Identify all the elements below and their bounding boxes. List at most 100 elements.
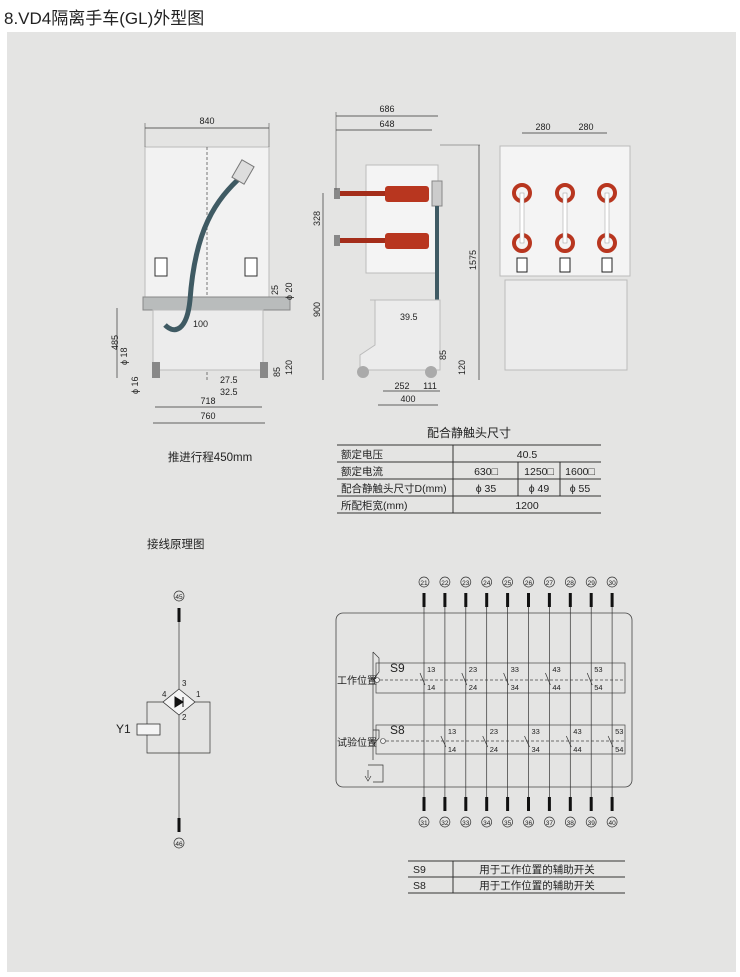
s9-contact-top: 33 (511, 665, 519, 674)
s8-contact-bottom: 14 (448, 745, 456, 754)
terminal-circle (523, 816, 534, 828)
s8-contact-blade (524, 735, 530, 748)
pin-3: 3 (182, 679, 187, 688)
y1-label: Y1 (116, 722, 131, 736)
terminal-number: 33 (462, 820, 470, 827)
terminal-bar (506, 593, 510, 607)
s9-pivot (374, 677, 380, 683)
terminal-bar (527, 593, 530, 607)
terminal-bar (464, 797, 468, 811)
terminal-46: 46 (175, 841, 183, 848)
s8-block (375, 724, 626, 755)
dim-900: 900 (312, 302, 322, 317)
s9-contact-top: 23 (469, 665, 477, 674)
terminal-circle (481, 576, 493, 588)
upper-insulator (385, 186, 429, 202)
s9-contact-blade (419, 672, 426, 686)
terminal-circle (585, 576, 597, 588)
legend-table: S9 用于工作位置的辅助开关 S8 用于工作位置的辅助开关 (408, 860, 625, 894)
page-title: 8.VD4隔离手车(GL)外型图 (4, 9, 205, 28)
terminal-circle (439, 816, 451, 828)
terminal-bar (527, 797, 530, 811)
terminal-circle (523, 576, 534, 588)
pin-1: 1 (196, 690, 201, 699)
terminal-bar (422, 797, 426, 811)
dim-1575: 1575 (468, 250, 478, 270)
pin-2: 2 (182, 713, 187, 722)
dim-phi18: ϕ 18 (119, 347, 129, 365)
s8-contact-bottom: 44 (573, 745, 581, 754)
terminal-45: 45 (175, 594, 183, 601)
terminal-number: 35 (504, 820, 512, 827)
terminal-bar (464, 593, 468, 607)
terminal-number: 36 (525, 820, 533, 827)
contact-table-caption: 配合静触头尺寸 (427, 425, 511, 440)
dim-39-5: 39.5 (400, 312, 418, 322)
lower-insulator (385, 233, 429, 249)
dim-111: 111 (423, 381, 437, 391)
terminal-bar (422, 593, 426, 607)
terminal-circle (502, 816, 513, 828)
terminal-bar (443, 593, 447, 607)
upper-arm (336, 191, 386, 196)
legend-code-s9: S9 (413, 864, 426, 876)
s8-contact-bottom: 34 (532, 745, 540, 754)
side-upper-body (365, 164, 439, 274)
side-view: 686 648 328 900 1575 39.5 85 120 252 111… (312, 104, 480, 406)
terminal-number: 32 (441, 820, 449, 827)
hand-rail (142, 296, 291, 311)
rear-pole-bar (519, 192, 525, 244)
legend-desc-s8: 用于工作位置的辅助开关 (479, 879, 595, 892)
dim-485: 485 (110, 335, 120, 350)
plug (231, 159, 255, 185)
s9-label: S9 (390, 661, 405, 675)
aux-switch-circuit: S9 S8 工作位置 试验位置 213113142232131423332324… (335, 576, 633, 828)
rear-base (504, 279, 628, 371)
handle-left (154, 257, 168, 277)
row-label-voltage: 额定电压 (341, 448, 383, 461)
dim-648: 648 (379, 119, 394, 129)
s9-contact-bottom: 54 (594, 683, 602, 692)
terminal-number: 29 (588, 580, 596, 587)
side-dim-85: 85 (438, 350, 448, 360)
terminal-bar (589, 593, 593, 607)
terminal-bar (568, 797, 572, 811)
contact-table: 配合静触头尺寸 额定电压 40.5 额定电流 630□ 1250□ 1600□ … (337, 425, 601, 514)
dim-252: 252 (394, 381, 409, 391)
terminal-45-bar (177, 608, 181, 622)
s9-contact-top: 53 (594, 665, 602, 674)
terminal-circle (606, 576, 618, 588)
terminal-bar (547, 797, 551, 811)
s8-label: S8 (390, 723, 405, 737)
terminal-number: 24 (483, 580, 491, 587)
rear-handle (516, 257, 528, 273)
terminal-circle (544, 816, 555, 828)
s8-pivot (380, 738, 386, 744)
s9-contact-bottom: 44 (552, 683, 560, 692)
terminal-bar (568, 593, 572, 607)
s9-contact-top: 43 (552, 665, 560, 674)
terminal-circle (418, 576, 430, 588)
dim-280-b: 280 (578, 122, 593, 132)
s8-contact-top: 53 (615, 727, 623, 736)
terminal-circle (439, 576, 451, 588)
size-49: ϕ 49 (529, 483, 550, 495)
terminal-bar (485, 593, 489, 607)
terminal-number: 31 (420, 820, 428, 827)
terminal-number: 39 (588, 820, 596, 827)
s9-contact-blade (545, 672, 551, 686)
s8-contact-blade (607, 735, 614, 748)
front-base (152, 309, 264, 371)
s9-contact-blade (503, 672, 509, 686)
terminal-number: 27 (546, 580, 554, 587)
size-55: ϕ 55 (570, 483, 591, 495)
voltage-value: 40.5 (517, 449, 538, 461)
terminal-circle (460, 816, 472, 828)
s8-contact-blade (440, 735, 447, 748)
side-dim-120: 120 (457, 360, 467, 375)
terminal-number: 21 (420, 580, 428, 587)
cable (163, 173, 245, 333)
terminal-bar (589, 797, 593, 811)
row-label-current: 额定电流 (341, 465, 383, 478)
terminal-circle (544, 576, 555, 588)
